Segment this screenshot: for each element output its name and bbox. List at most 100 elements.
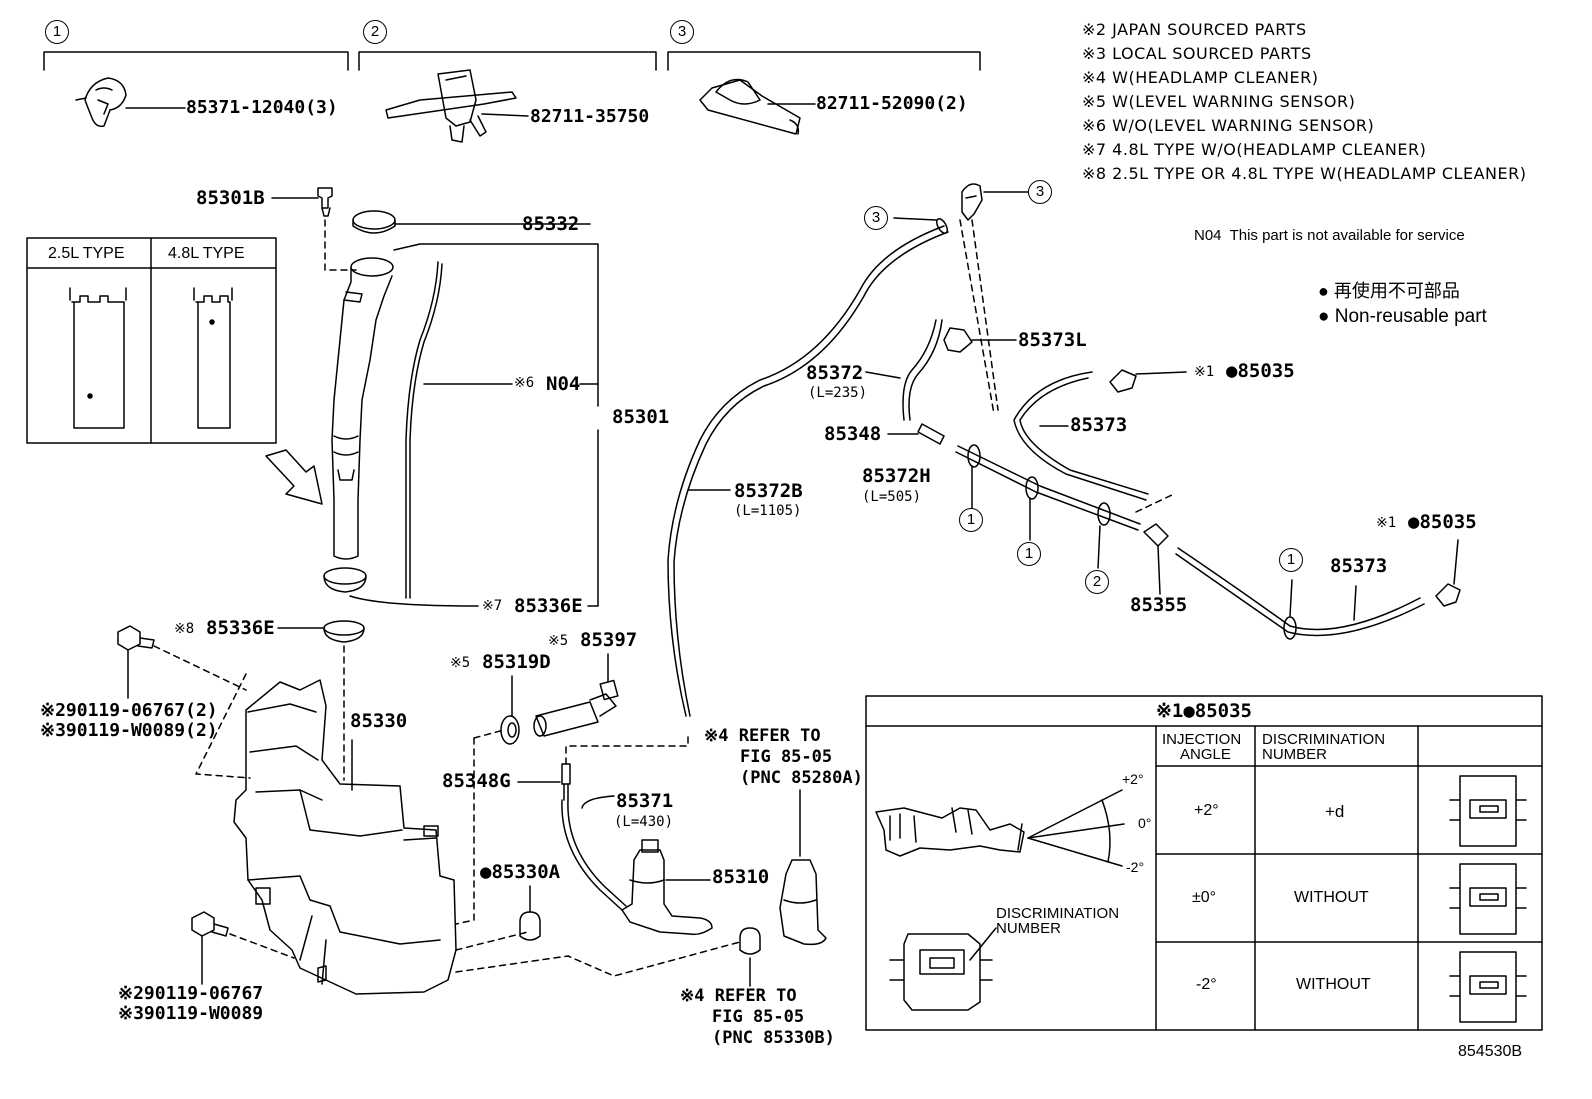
label-85373-b: 85373 — [1330, 555, 1388, 577]
group-marker-2: 2 — [363, 20, 387, 44]
label-85373-a: 85373 — [1070, 414, 1128, 436]
callout-1-c: 1 — [1279, 548, 1303, 572]
label-85372H-length: (L=505) — [862, 489, 922, 505]
pump-85310-icon — [621, 839, 713, 936]
label-85372: 85372 — [806, 362, 864, 384]
label-85348: 85348 — [824, 423, 882, 445]
refer-line: ※4 REFER TO — [704, 726, 821, 746]
cap-85332-icon — [352, 210, 591, 234]
grommet-85319D-icon — [500, 675, 520, 745]
label-85336E-a-prefix: ※7 — [482, 598, 503, 614]
label-85035-a: ●85035 — [1226, 360, 1295, 382]
label-90119-06767: ※290119-06767 — [118, 983, 264, 1004]
bracket-85301 — [587, 429, 599, 607]
label-85371: 85371 — [616, 790, 674, 812]
row2-angle: ±0° — [1192, 889, 1217, 906]
dashed-link-sensor — [455, 729, 505, 925]
grommet-85330B-icon — [739, 927, 761, 987]
label-85336E-b-prefix: ※8 — [174, 621, 195, 637]
label-85035-b-prefix: ※1 — [1376, 515, 1397, 531]
label-N04-prefix: ※6 — [514, 375, 535, 391]
fan-label-minus2: -2° — [1126, 859, 1145, 875]
refer-line: FIG 85-05 — [712, 1007, 805, 1027]
fan-label-0: 0° — [1138, 815, 1152, 831]
legend-note: ※2 JAPAN SOURCED PARTS — [1082, 20, 1307, 39]
table-title: ※1●85035 — [1156, 700, 1252, 722]
label-82711-35750: 82711-35750 — [530, 106, 650, 127]
connector-85348G-icon — [517, 733, 689, 801]
label-85397-prefix: ※5 — [548, 633, 569, 649]
nozzle-85035-b-icon — [1435, 539, 1461, 607]
group-brackets — [43, 51, 981, 71]
legend-note: ※8 2.5L TYPE OR 4.8L TYPE W(HEADLAMP CLE… — [1082, 164, 1527, 183]
filler-neck-85301-icon — [331, 243, 599, 560]
label-85319D-prefix: ※5 — [450, 655, 471, 671]
type-box — [26, 237, 277, 444]
table-connector-row3-icon — [1449, 951, 1527, 1023]
refer-line: FIG 85-05 — [740, 747, 833, 767]
label-85373L: 85373L — [1018, 329, 1087, 351]
callout-3-b: 3 — [1028, 180, 1052, 204]
callout-1-a: 1 — [959, 508, 983, 532]
refer-note-85280A: ※4 REFER TO FIG 85-05 (PNC 85280A) — [704, 726, 863, 787]
label-85319D: 85319D — [482, 651, 551, 673]
hose-85373-a-icon — [1013, 371, 1149, 501]
sensor-85397-icon — [533, 653, 619, 737]
disc-label-line1: DISCRIMINATION — [996, 905, 1120, 922]
label-85336E-b: 85336E — [206, 617, 275, 639]
disc-label-line2: NUMBER — [996, 920, 1062, 937]
legend-note: ※7 4.8L TYPE W/O(HEADLAMP CLEANER) — [1082, 140, 1427, 159]
table-connector-row2-icon — [1449, 863, 1527, 935]
callout-1-b: 1 — [1017, 542, 1041, 566]
grommet-85330A-icon — [519, 885, 541, 941]
callout-3-a: 3 — [864, 206, 888, 230]
type-label-4-8l: 4.8L TYPE — [168, 245, 245, 262]
table-col-disc-line2: NUMBER — [1262, 746, 1328, 763]
dashed-link-pump2 — [455, 941, 741, 977]
n04-note: N04 This part is not available for servi… — [1194, 227, 1465, 244]
table-col-disc-line1: DISCRIMINATION — [1262, 731, 1386, 748]
refer-line: ※4 REFER TO — [680, 986, 797, 1006]
label-85397: 85397 — [580, 629, 638, 651]
fan-label-plus2: +2° — [1122, 771, 1144, 787]
nonreusable-note-jp: ● 再使用不可部品 — [1318, 281, 1460, 301]
label-85035-a-prefix: ※1 — [1194, 364, 1215, 380]
label-85336E-a: 85336E — [514, 595, 583, 617]
row1-disc: +d — [1325, 802, 1345, 821]
label-82711-52090: 82711-52090(2) — [816, 93, 968, 114]
label-85301B: 85301B — [196, 187, 265, 209]
group-marker-3: 3 — [670, 20, 694, 44]
clip-85371-icon — [75, 77, 186, 128]
label-N04: N04 — [546, 373, 581, 395]
legend-note: ※4 W(HEADLAMP CLEANER) — [1082, 68, 1319, 87]
connector-85348-icon — [887, 423, 945, 445]
tank-85330-icon — [233, 679, 457, 995]
label-85371-12040: 85371-12040(3) — [186, 97, 338, 118]
type-label-2-5l: 2.5L TYPE — [48, 245, 125, 262]
table-nozzle-icon — [875, 789, 1125, 867]
table-connector-icon — [889, 927, 997, 1011]
joint-85355-icon — [1143, 523, 1169, 595]
hose-85372B-icon — [667, 217, 949, 717]
table-col-angle-line1: INJECTION — [1162, 731, 1242, 748]
label-90119-06767-2: ※290119-06767(2) — [40, 700, 218, 721]
label-85330: 85330 — [350, 710, 408, 732]
legend-note: ※6 W/O(LEVEL WARNING SENSOR) — [1082, 116, 1375, 135]
nozzle-table — [865, 695, 1543, 1031]
bolt-85301B-icon — [271, 187, 357, 271]
label-85372H: 85372H — [862, 465, 931, 487]
nonreusable-note-en: ● Non-reusable part — [1318, 306, 1487, 327]
table-col-angle-line2: ANGLE — [1180, 746, 1231, 763]
level-gauge-N04-icon — [405, 261, 599, 599]
label-85332: 85332 — [522, 213, 580, 235]
label-85310: 85310 — [712, 866, 770, 888]
callout-2: 2 — [1085, 570, 1109, 594]
label-85035-b: ●85035 — [1408, 511, 1477, 533]
clip-82711-35750-icon — [385, 69, 529, 143]
table-connector-row1-icon — [1449, 775, 1527, 847]
nozzle-85373L-icon — [943, 327, 1017, 353]
row3-angle: -2° — [1196, 976, 1217, 993]
label-85348G: 85348G — [442, 770, 511, 792]
